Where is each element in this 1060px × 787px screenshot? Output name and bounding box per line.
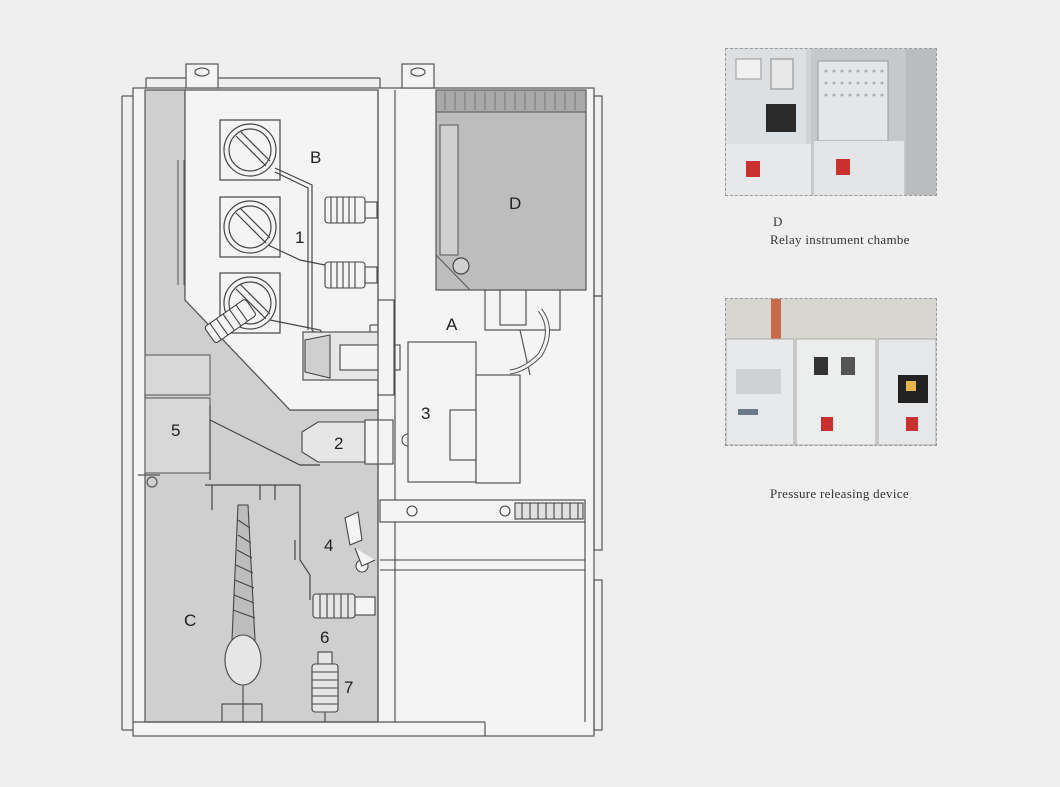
label-1: 1 xyxy=(295,228,304,247)
label-d: D xyxy=(509,194,521,213)
label-7: 7 xyxy=(344,678,353,697)
relay-chamber-caption: Relay instrument chambe xyxy=(770,232,910,247)
compartment-5 xyxy=(144,397,211,474)
relay-chamber-letter: D xyxy=(773,214,783,229)
label-2: 2 xyxy=(334,434,343,453)
pressure-device-photo xyxy=(725,298,937,446)
label-c: C xyxy=(184,611,196,630)
label-4: 4 xyxy=(324,536,333,555)
label-6: 6 xyxy=(320,628,329,647)
pressure-device-caption: Pressure releasing device xyxy=(770,486,909,501)
relay-instrument-compartment-d xyxy=(435,89,587,291)
label-3: 3 xyxy=(421,404,430,423)
label-a: A xyxy=(446,315,458,334)
relay-chamber-photo xyxy=(725,48,937,196)
label-5: 5 xyxy=(171,421,180,440)
label-b: B xyxy=(310,148,321,167)
